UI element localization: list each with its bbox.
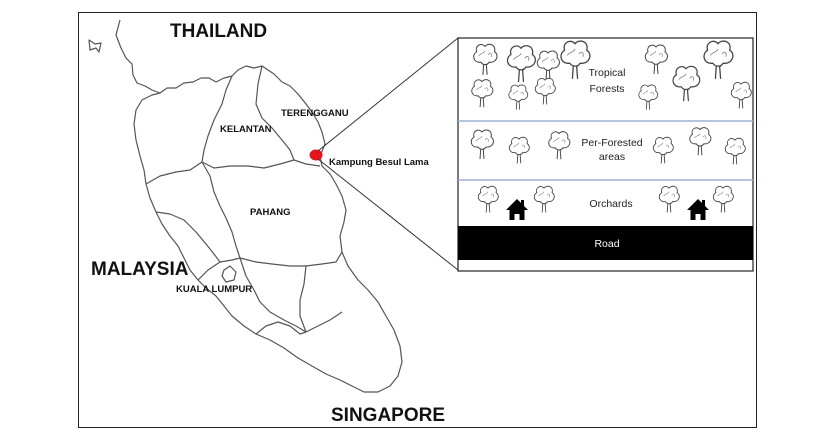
label-kelantan: KELANTAN <box>220 124 272 135</box>
label-orchards: Orchards <box>589 198 632 210</box>
connector-top <box>317 37 459 152</box>
thailand-outline <box>88 39 102 53</box>
label-road: Road <box>594 238 619 250</box>
road-band <box>458 226 753 260</box>
label-pre-forested-line1: Per-Forested <box>581 137 642 149</box>
border-pahang-west <box>201 161 241 259</box>
study-site-marker <box>309 149 323 161</box>
border-kelantan-terengganu <box>255 65 295 161</box>
border-negeri <box>239 257 307 333</box>
label-pre-forested-line2: areas <box>599 151 625 163</box>
peninsula-outline <box>133 65 403 393</box>
label-singapore: SINGAPORE <box>331 405 445 426</box>
border-pahang-north <box>201 159 321 169</box>
label-thailand: THAILAND <box>170 21 267 42</box>
label-malaysia: MALAYSIA <box>91 259 189 280</box>
thailand-coast <box>115 19 161 94</box>
kl-outline <box>221 265 237 283</box>
peninsular-malaysia-map <box>88 19 403 393</box>
label-kuala-lumpur: KUALA LUMPUR <box>176 284 252 295</box>
label-tropical-forests-line2: Forests <box>589 83 624 95</box>
land-use-inset: Tropical Forests Per-Forested areas Orch… <box>457 37 754 272</box>
connector-bottom <box>317 158 459 271</box>
border-pahang-south <box>239 251 343 267</box>
border-melaka-johor <box>255 311 343 335</box>
border-perak-south <box>155 211 221 263</box>
label-tropical-forests-line1: Tropical <box>589 67 626 79</box>
label-terengganu: TERENGGANU <box>281 108 349 119</box>
label-pahang: PAHANG <box>250 207 290 218</box>
border-kelantan-north <box>201 75 233 163</box>
border-johor-north <box>299 265 307 333</box>
label-study-site: Kampung Besul Lama <box>329 157 429 168</box>
border-perak <box>145 161 203 185</box>
